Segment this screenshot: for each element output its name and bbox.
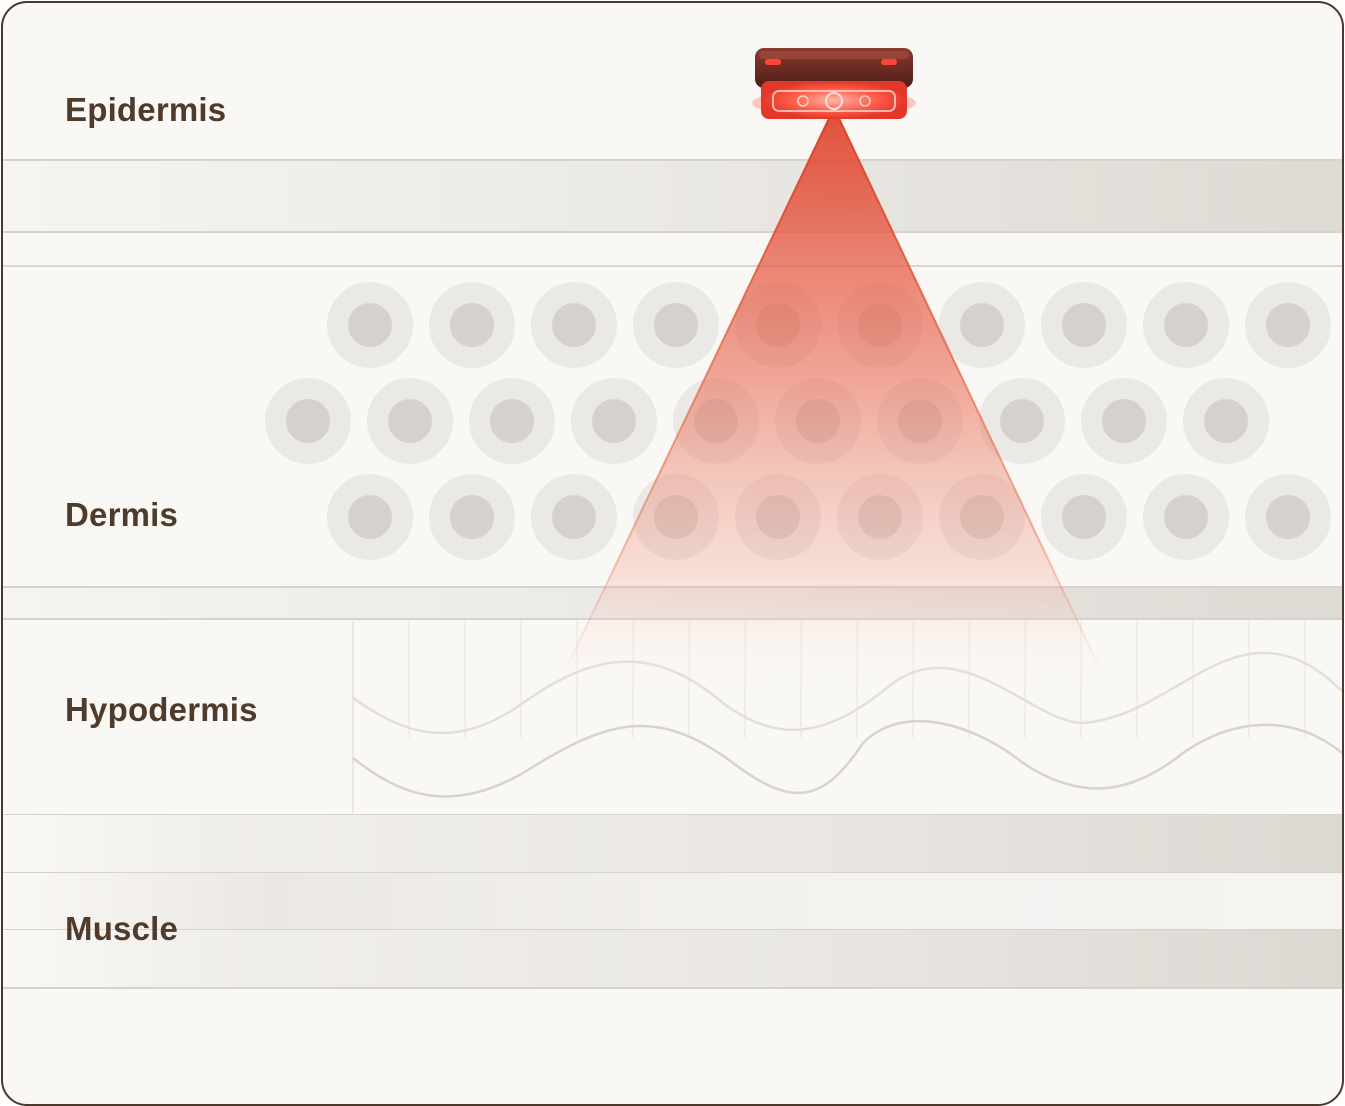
cell-nucleus: [592, 399, 636, 443]
cell-nucleus: [1164, 303, 1208, 347]
cell-nucleus: [1204, 399, 1248, 443]
light-beam: [555, 107, 1111, 693]
cell-nucleus: [450, 495, 494, 539]
cell-nucleus: [348, 303, 392, 347]
cell-nucleus: [552, 303, 596, 347]
cell-nucleus: [1102, 399, 1146, 443]
red-light-therapy-device-icon: [752, 48, 916, 119]
cell-nucleus: [388, 399, 432, 443]
hypodermis-label: Hypodermis: [65, 691, 258, 728]
cell-nucleus: [1266, 495, 1310, 539]
epidermis-label: Epidermis: [65, 91, 227, 128]
cell-nucleus: [348, 495, 392, 539]
cell-nucleus: [490, 399, 534, 443]
muscle-label: Muscle: [65, 910, 179, 947]
cell-nucleus: [960, 303, 1004, 347]
hypodermis-wave-lower: [352, 720, 1342, 798]
cell-nucleus: [1266, 303, 1310, 347]
hypodermis-wave-upper: [352, 651, 1342, 735]
cell-nucleus: [1062, 303, 1106, 347]
cell-nucleus: [654, 303, 698, 347]
cell-nucleus: [1062, 495, 1106, 539]
skin-cross-section: [3, 48, 1342, 989]
cell-nucleus: [286, 399, 330, 443]
cell-nucleus: [1164, 495, 1208, 539]
muscle-layer: [3, 815, 1342, 989]
cell-nucleus: [1000, 399, 1044, 443]
cell-nucleus: [552, 495, 596, 539]
cell-nucleus: [450, 303, 494, 347]
epidermis-layer: [3, 159, 1342, 267]
dermis-label: Dermis: [65, 496, 179, 533]
